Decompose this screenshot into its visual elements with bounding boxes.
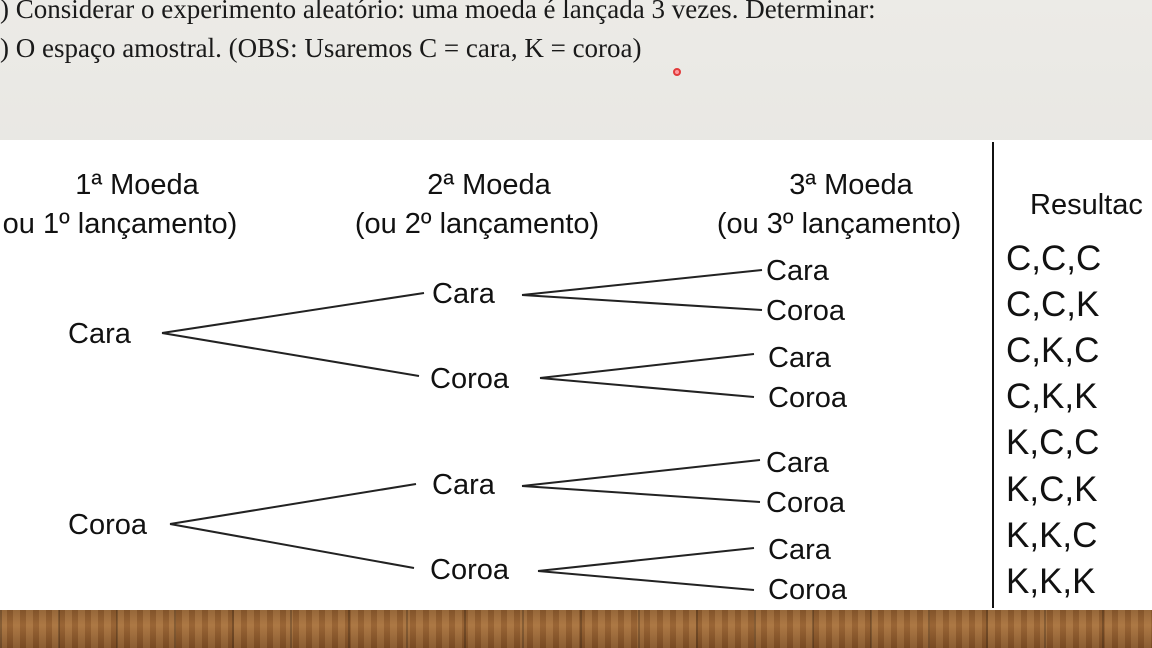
result-outcome: K,K,K [1006,562,1095,601]
column-subtitle-1: ou 1º lançamento) [3,208,238,240]
tree-branch-line [539,377,755,398]
tree-branches [161,269,763,591]
column-subtitle-3: (ou 3º lançamento) [717,208,961,240]
result-outcome: K,K,C [1006,516,1097,555]
level3-node-cara: Cara [766,447,830,479]
question-line-1: ) Considerar o experimento aleatório: um… [0,0,876,24]
level3-node-cara: Cara [768,342,832,374]
tree-branch-line [169,523,415,569]
question-line-2: ) O espaço amostral. (OBS: Usaremos C = … [0,33,642,63]
level2-node-coroa: Coroa [430,363,510,395]
result-outcome: C,K,C [1006,331,1099,370]
tree-branch-line [521,485,761,503]
level2-node-coroa: Coroa [430,554,510,586]
wooden-floor [0,610,1152,648]
tree-branch-line [537,570,755,591]
results-title: Resultac [1030,189,1143,221]
level3-node-coroa: Coroa [768,574,848,606]
level3-node-cara: Cara [766,255,830,287]
tree-branch-line [521,269,763,296]
tree-branch-line [521,459,761,487]
level3-node-cara: Cara [768,534,832,566]
tree-diagram-panel: 1ª Moeda ou 1º lançamento) 2ª Moeda (ou … [0,140,1152,610]
tree-branch-line [521,294,763,311]
tree-branch-line [161,332,420,377]
level3-node-coroa: Coroa [766,487,846,519]
tree-branch-line [539,353,755,379]
tree-branch-line [537,547,755,572]
level3-node-coroa: Coroa [766,295,846,327]
result-outcome: C,K,K [1006,377,1097,416]
laser-pointer-dot [673,68,681,76]
tree-branch-line [169,483,417,525]
probability-tree-svg: 1ª Moeda ou 1º lançamento) 2ª Moeda (ou … [3,142,1143,608]
result-outcome: C,C,C [1006,239,1101,278]
slide-header: ) Considerar o experimento aleatório: um… [0,0,1152,140]
level1-node-cara: Cara [68,318,132,350]
level3-node-coroa: Coroa [768,382,848,414]
result-outcome: C,C,K [1006,285,1099,324]
result-outcome: K,C,C [1006,423,1099,462]
level2-node-cara: Cara [432,278,496,310]
column-title-1: 1ª Moeda [75,169,199,201]
column-title-2: 2ª Moeda [427,169,551,201]
level1-node-coroa: Coroa [68,509,148,541]
result-outcome: K,C,K [1006,470,1097,509]
tree-branch-line [161,292,425,334]
level2-node-cara: Cara [432,469,496,501]
column-title-3: 3ª Moeda [789,169,913,201]
column-subtitle-2: (ou 2º lançamento) [355,208,599,240]
